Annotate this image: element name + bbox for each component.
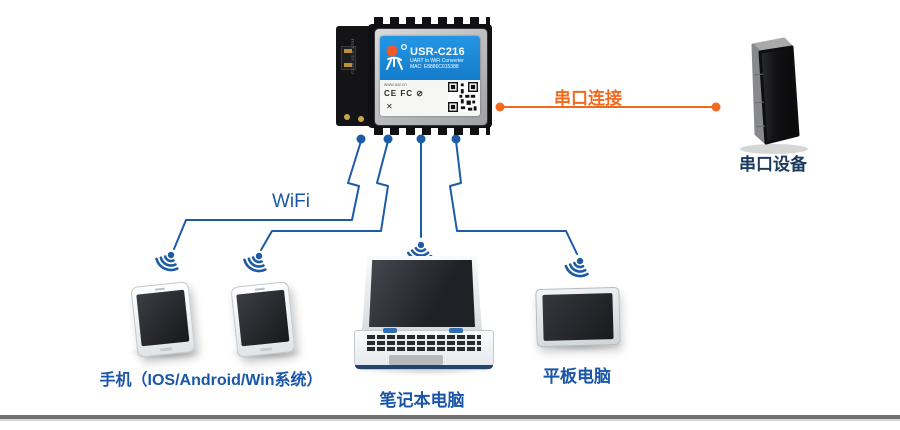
module-label-sticker: USR-C216 UART to WiFi Converter MAC: E88… xyxy=(380,36,480,116)
solder-pad xyxy=(344,114,350,120)
usr-logo-icon xyxy=(386,43,408,70)
laptop-label: 笔记本电脑 xyxy=(379,391,465,410)
tablet-screen xyxy=(542,293,614,341)
wifi-signal-icon xyxy=(562,252,594,281)
bottom-divider-highlight xyxy=(0,419,900,421)
tablet-label: 平板电脑 xyxy=(543,367,611,386)
pcb-component xyxy=(341,46,356,70)
wifi-connection-label: WiFi xyxy=(272,191,310,212)
module-label-header: USR-C216 UART to WiFi Converter MAC: E88… xyxy=(380,36,480,80)
module-pin-dots xyxy=(356,134,461,144)
serial-connection-line xyxy=(495,102,721,112)
phone-screen xyxy=(236,289,290,347)
pcb-silkscreen-text: C216 V2.0.1701 xyxy=(350,38,355,74)
laptop-display xyxy=(369,260,475,327)
serial-connection-label: 串口连接 xyxy=(554,89,622,108)
laptop-base xyxy=(354,328,494,370)
qr-code xyxy=(448,82,478,112)
weee-mark: ✕ xyxy=(386,102,397,111)
laptop-trackpad xyxy=(389,355,443,365)
module-mac: MAC: E8886C015388 xyxy=(410,64,459,70)
phone-device-2 xyxy=(230,281,296,358)
phone-home-button xyxy=(260,347,273,352)
phones-label: 手机（IOS/Android/Win系统） xyxy=(99,372,323,389)
wifi-signal-icon xyxy=(240,246,273,276)
tablet-device xyxy=(535,286,621,348)
laptop-screen xyxy=(362,256,482,331)
phone-earpiece xyxy=(154,287,165,291)
solder-pad xyxy=(358,116,364,122)
phone-device-1 xyxy=(130,281,196,358)
module-label-body: www.usr.cn CE FC ⊘ ✕ xyxy=(380,80,480,116)
phone-home-button xyxy=(160,347,173,352)
wifi-line-phone1 xyxy=(173,140,362,250)
laptop-hinge xyxy=(383,328,397,333)
module-website: www.usr.cn xyxy=(384,82,407,87)
bottom-divider xyxy=(0,415,900,419)
cert-marks: CE FC ⊘ xyxy=(384,89,424,98)
wifi-module: C216 V2.0.1701 xyxy=(336,17,492,135)
laptop-keyboard xyxy=(367,335,481,352)
serial-device-label: 串口设备 xyxy=(739,155,807,174)
wifi-line-tablet xyxy=(449,140,578,255)
serial-device-box xyxy=(740,37,808,154)
wifi-signal-icon xyxy=(152,245,185,275)
castellation-bottom xyxy=(374,127,490,135)
phone-earpiece xyxy=(254,287,265,291)
module-subtitle: UART to WiFi Converter xyxy=(410,58,464,64)
castellation-top xyxy=(374,17,490,25)
laptop-hinge xyxy=(449,328,463,333)
phone-screen xyxy=(136,289,190,347)
laptop-bottom-edge xyxy=(355,365,493,369)
module-model: USR-C216 xyxy=(410,46,465,58)
wifi-line-phone2 xyxy=(260,140,389,251)
